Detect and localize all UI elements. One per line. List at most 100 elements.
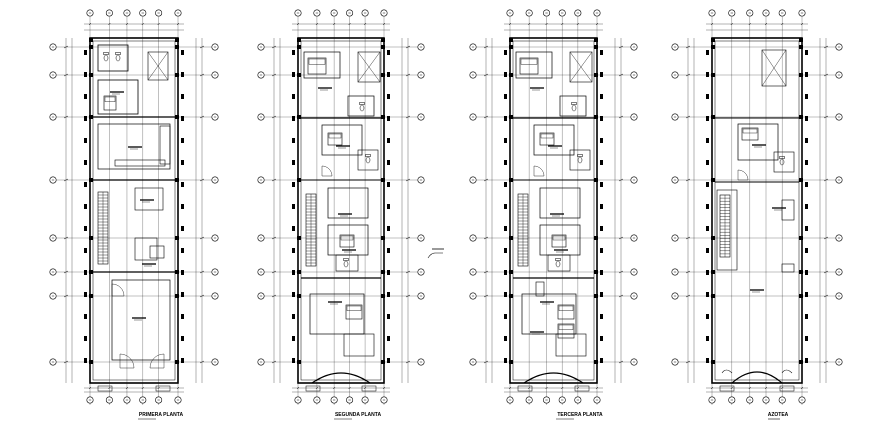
window-mark	[600, 336, 603, 341]
bed-icon	[557, 323, 575, 339]
base-detail	[574, 385, 590, 392]
window-mark	[84, 204, 87, 209]
column	[297, 360, 301, 364]
window-mark	[84, 336, 87, 341]
column	[89, 45, 93, 49]
column	[381, 270, 385, 274]
column	[297, 115, 301, 119]
grid-bubble-icon	[313, 396, 321, 404]
grid-bubble-icon	[139, 9, 147, 17]
plan-titles: PRIMERA PLANTA SEGUNDA PLANTA TERCERA PL…	[138, 412, 789, 420]
grid-bubble-icon	[778, 396, 786, 404]
room-label	[336, 145, 350, 149]
door-swing-icon	[737, 169, 749, 181]
window-mark	[706, 138, 709, 143]
window-mark	[504, 160, 507, 165]
grid-bubble-icon	[469, 71, 477, 79]
grid-bubble-icon	[630, 268, 638, 276]
window-mark	[706, 292, 709, 297]
grid-bubble-icon	[86, 396, 94, 404]
grid-bubble-icon	[630, 71, 638, 79]
grid-bubble-icon	[49, 358, 57, 366]
window-mark	[387, 204, 390, 209]
grid-bubble-icon	[257, 113, 265, 121]
window-mark	[181, 72, 184, 77]
grid-bubble-icon	[257, 268, 265, 276]
window-mark	[387, 336, 390, 341]
base-detail	[361, 385, 377, 392]
exterior-wall	[509, 37, 598, 384]
grid-bubble-icon	[708, 396, 716, 404]
room-label	[338, 213, 352, 217]
window-mark	[387, 292, 390, 297]
column	[175, 73, 179, 77]
window-mark	[292, 50, 295, 55]
plan-title-azotea: AZOTEA	[768, 412, 789, 418]
door-swing-icon	[149, 353, 165, 369]
room-label	[750, 289, 764, 293]
exterior-wall	[89, 37, 179, 384]
window-mark	[805, 248, 808, 253]
grid-bubble-icon	[361, 9, 369, 17]
window-mark	[181, 138, 184, 143]
grid-bubble-icon	[835, 234, 843, 242]
window-mark	[706, 358, 709, 363]
window-mark	[706, 72, 709, 77]
column	[297, 270, 301, 274]
grid-bubble-icon	[257, 358, 265, 366]
grid-bubble-icon	[525, 9, 533, 17]
window-mark	[600, 270, 603, 275]
window-mark	[292, 336, 295, 341]
grid-bubble-icon	[835, 358, 843, 366]
window-mark	[181, 160, 184, 165]
column	[509, 45, 513, 49]
column	[799, 38, 803, 42]
grid-bubble-icon	[361, 396, 369, 404]
window-mark	[84, 314, 87, 319]
window-mark	[600, 358, 603, 363]
wc-icon	[103, 52, 109, 62]
window-mark	[387, 116, 390, 121]
room-label	[540, 301, 554, 305]
column	[297, 178, 301, 182]
room-label	[752, 144, 766, 148]
grid-bubble-icon	[417, 292, 425, 300]
column	[381, 236, 385, 240]
shaft	[569, 51, 593, 83]
grid-bubble-icon	[525, 396, 533, 404]
column	[799, 270, 803, 274]
column	[509, 270, 513, 274]
window-mark	[84, 72, 87, 77]
window-mark	[504, 358, 507, 363]
window-mark	[805, 116, 808, 121]
grid-bubble-icon	[469, 268, 477, 276]
column	[381, 360, 385, 364]
grid-bubble-icon	[593, 396, 601, 404]
door-swing-icon	[321, 165, 333, 177]
window-mark	[600, 94, 603, 99]
bed-icon	[741, 127, 759, 141]
window-mark	[805, 182, 808, 187]
window-mark	[84, 270, 87, 275]
grid-bubble-icon	[708, 9, 716, 17]
grid-bubble-icon	[558, 396, 566, 404]
grid-bubble-icon	[417, 113, 425, 121]
base-detail	[305, 385, 321, 392]
grid-bubble-icon	[417, 234, 425, 242]
room-label	[530, 331, 544, 335]
grid-bubble-icon	[746, 396, 754, 404]
window-mark	[84, 226, 87, 231]
window-mark	[181, 292, 184, 297]
plan-title-primera: PRIMERA PLANTA	[139, 412, 184, 418]
column	[89, 360, 93, 364]
window-mark	[181, 270, 184, 275]
window-mark	[84, 160, 87, 165]
window-mark	[84, 292, 87, 297]
grid-bubble-icon	[123, 9, 131, 17]
grid-bubble-icon	[417, 43, 425, 51]
window-mark	[84, 182, 87, 187]
column	[799, 360, 803, 364]
shaft	[147, 51, 169, 81]
